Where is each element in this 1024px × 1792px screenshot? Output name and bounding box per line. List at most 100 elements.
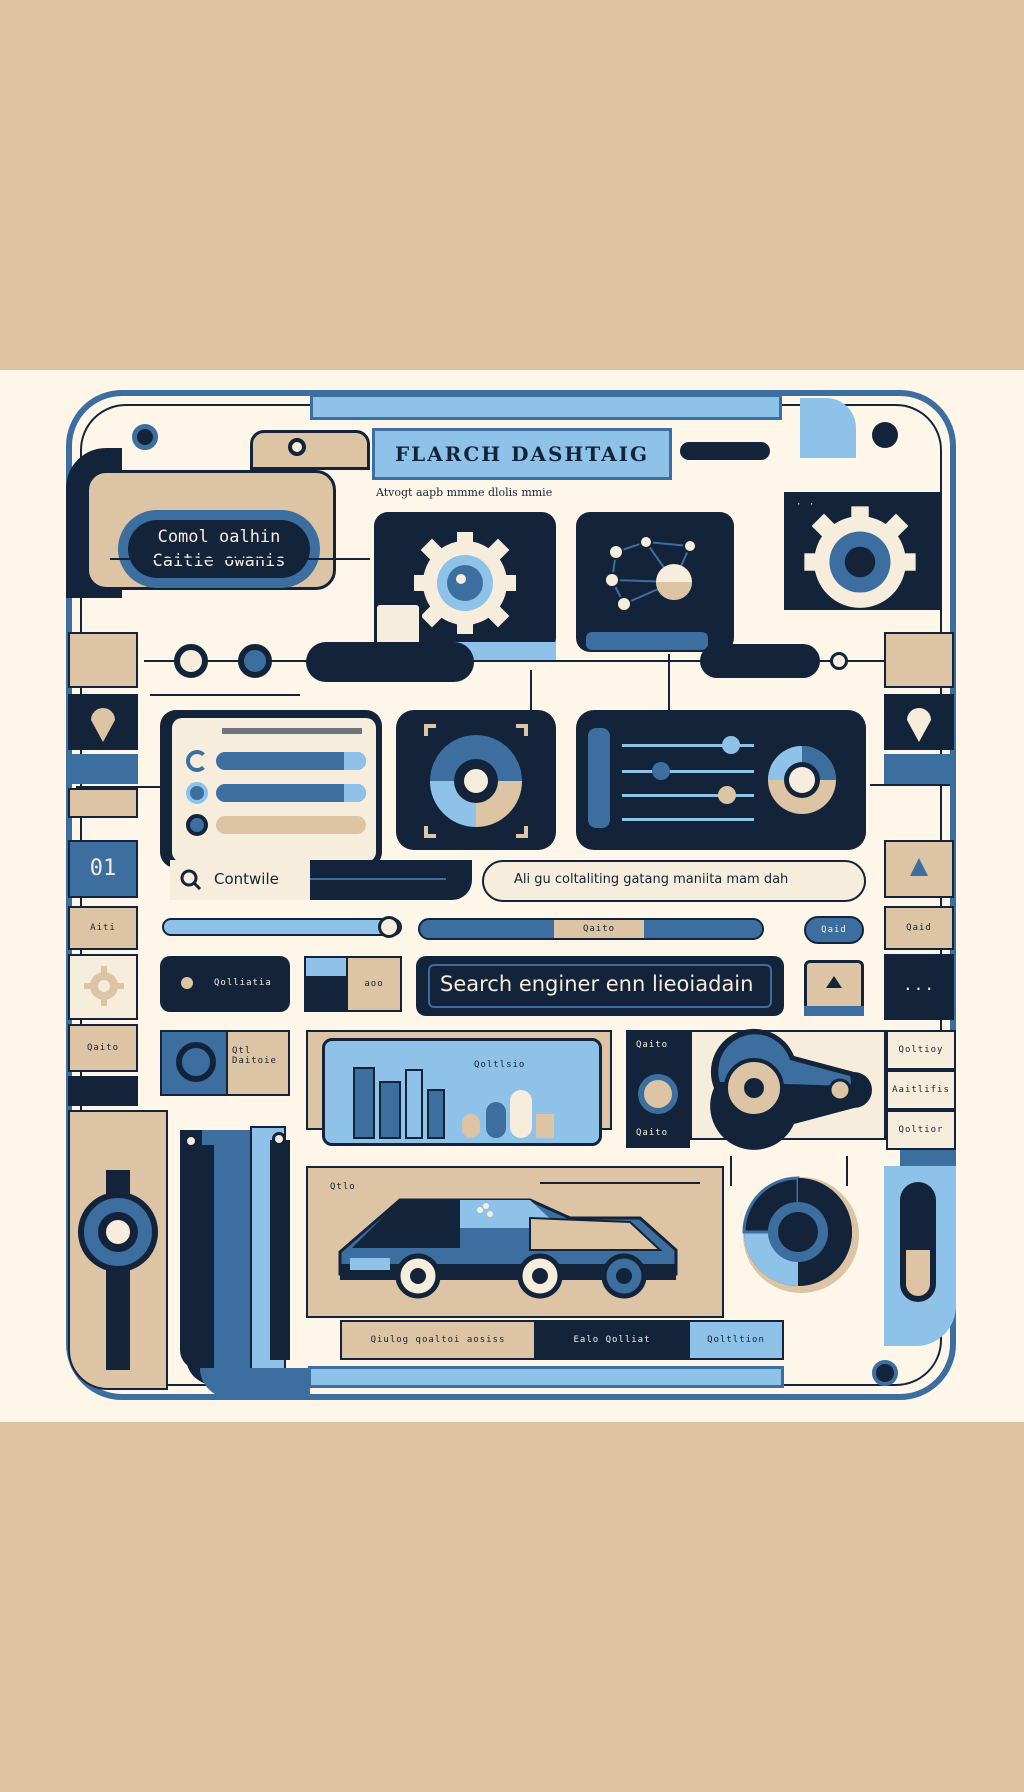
bottom-band xyxy=(0,1422,1024,1792)
network-tile-bar xyxy=(586,632,708,650)
lower-tube-3 xyxy=(270,1140,290,1360)
dashboard-canvas: FLARCH DASHTAIG Atvogt aapb mmme dlolis … xyxy=(0,370,1024,1422)
knob-panel-label-top: Qaito xyxy=(636,1040,669,1050)
connector-h-4 xyxy=(870,784,950,786)
left-rail-tab-5 xyxy=(68,1076,138,1106)
control-card-line-2: Caitie owanis xyxy=(152,551,286,571)
vertical-toggle-thumb xyxy=(906,1250,930,1296)
track-right-knob[interactable] xyxy=(830,652,848,670)
track-right xyxy=(700,644,820,678)
toggle-label: Qolliatia xyxy=(214,978,272,988)
vehicle-icon xyxy=(338,1198,678,1299)
mid-control-tab xyxy=(306,958,346,976)
vehicle-annotation-line xyxy=(540,1182,700,1184)
control-card-line-1: Comol oalhin xyxy=(157,527,281,547)
slider-1-knob[interactable] xyxy=(722,736,740,754)
slider-3-track[interactable] xyxy=(622,794,754,797)
side-list-item-3[interactable]: Qoltior xyxy=(886,1110,956,1150)
slider-2-knob[interactable] xyxy=(652,762,670,780)
tab-dot xyxy=(288,438,306,456)
status-panel-knob[interactable] xyxy=(176,1042,216,1082)
list-item-3-icon xyxy=(186,814,208,836)
range-1-knob[interactable] xyxy=(378,916,400,938)
side-list-item-2[interactable]: Aaitlifis xyxy=(886,1070,956,1110)
left-rail-number[interactable]: 01 xyxy=(68,840,138,898)
track-dot-2[interactable] xyxy=(238,644,272,678)
footer-frame-bottom xyxy=(200,1368,310,1398)
left-rail-tab-3[interactable] xyxy=(68,754,138,784)
list-item-2-bar-end xyxy=(344,784,366,802)
range-2-label: Qaito xyxy=(554,920,644,938)
lower-tube-3-cap xyxy=(272,1132,286,1146)
search-small-inner xyxy=(170,860,310,900)
lower-left-knob-core xyxy=(98,1212,138,1252)
list-item-2-icon xyxy=(186,782,208,804)
tab-connector xyxy=(250,430,370,470)
connector-h-3 xyxy=(150,694,300,696)
dial-connector-1 xyxy=(730,1156,732,1186)
slider-2-track[interactable] xyxy=(622,770,754,773)
search-small-track xyxy=(310,878,446,880)
status-panel-text-box: Qtl Daitoie xyxy=(226,1030,290,1096)
right-gear-panel-dots: · · xyxy=(796,500,816,510)
info-bar[interactable] xyxy=(482,860,866,902)
dots-track xyxy=(306,642,474,682)
knob-panel-label-bottom: Qaito xyxy=(636,1128,669,1138)
dots-icon[interactable]: ... xyxy=(884,954,954,1020)
eject-button-base xyxy=(804,1006,864,1016)
status-line-1: Qtl xyxy=(232,1046,252,1056)
left-rail-tab-4[interactable] xyxy=(68,788,138,818)
connector-v-1 xyxy=(530,670,532,740)
footer-seg-1[interactable]: Qiulog qoaltoi aosiss xyxy=(340,1320,536,1360)
control-card-pill[interactable]: Comol oalhin Caitie owanis xyxy=(128,520,310,578)
status-line-2: Daitoie xyxy=(232,1056,277,1066)
slider-panel-handle[interactable] xyxy=(588,728,610,828)
rotary-icon xyxy=(710,1028,872,1150)
slider-3-knob[interactable] xyxy=(718,786,736,804)
vehicle-panel-label: Qtlo xyxy=(330,1182,356,1192)
triangle-up-icon-eject xyxy=(826,976,842,988)
range-button[interactable]: Qaid xyxy=(804,916,864,944)
search-main-inner xyxy=(428,964,772,1008)
header-bar xyxy=(310,394,782,420)
list-item-1-bar-end xyxy=(344,752,366,770)
left-rail-tag-2: Qaito xyxy=(68,1024,138,1072)
pin-icon xyxy=(91,708,115,742)
header-subtitle: Atvogt aapb mmme dlolis mmie xyxy=(376,486,553,499)
list-panel xyxy=(172,718,376,862)
list-panel-header xyxy=(222,728,362,734)
search-main-text: Search enginer enn lieoiadain xyxy=(440,972,754,996)
corner-dot-br xyxy=(872,1360,898,1386)
side-list-item-1[interactable]: Qoltioy xyxy=(886,1030,956,1070)
gear-icon xyxy=(414,532,516,634)
top-band xyxy=(0,0,1024,370)
connector-h-1 xyxy=(110,558,370,560)
right-rail-tab-1[interactable] xyxy=(884,632,954,688)
footer-strip xyxy=(308,1366,784,1388)
donut-icon xyxy=(424,724,528,838)
lower-tube-1-cap xyxy=(184,1134,198,1148)
range-track-1[interactable] xyxy=(162,918,402,936)
connector-h-5 xyxy=(76,786,160,788)
search-icon xyxy=(180,869,202,891)
list-item-3-bar[interactable] xyxy=(216,816,366,834)
chart-card-label: Qoltlsio xyxy=(474,1060,526,1070)
footer-seg-2[interactable]: Ealo Qolliat xyxy=(536,1320,688,1360)
slider-1-track[interactable] xyxy=(622,744,754,747)
track-dot-1[interactable] xyxy=(174,644,208,678)
slider-4-track[interactable] xyxy=(622,818,754,821)
right-rail-tab-3[interactable] xyxy=(884,754,954,784)
corner-block-tr xyxy=(800,398,856,458)
network-icon xyxy=(604,535,697,612)
search-small-label: Contwile xyxy=(214,870,279,888)
list-item-1-bar[interactable] xyxy=(216,752,366,770)
left-rail-tab-1[interactable] xyxy=(68,632,138,688)
connector-h-2 xyxy=(144,660,884,662)
footer-seg-3[interactable]: Qoltltion xyxy=(688,1320,784,1360)
gear-icon-small xyxy=(84,966,124,1006)
triangle-up-icon xyxy=(910,858,928,876)
knob-panel-knob[interactable] xyxy=(638,1074,678,1114)
bar-chart-icon xyxy=(353,1067,554,1139)
toggle-knob[interactable] xyxy=(176,972,198,994)
list-item-2-bar[interactable] xyxy=(216,784,366,802)
